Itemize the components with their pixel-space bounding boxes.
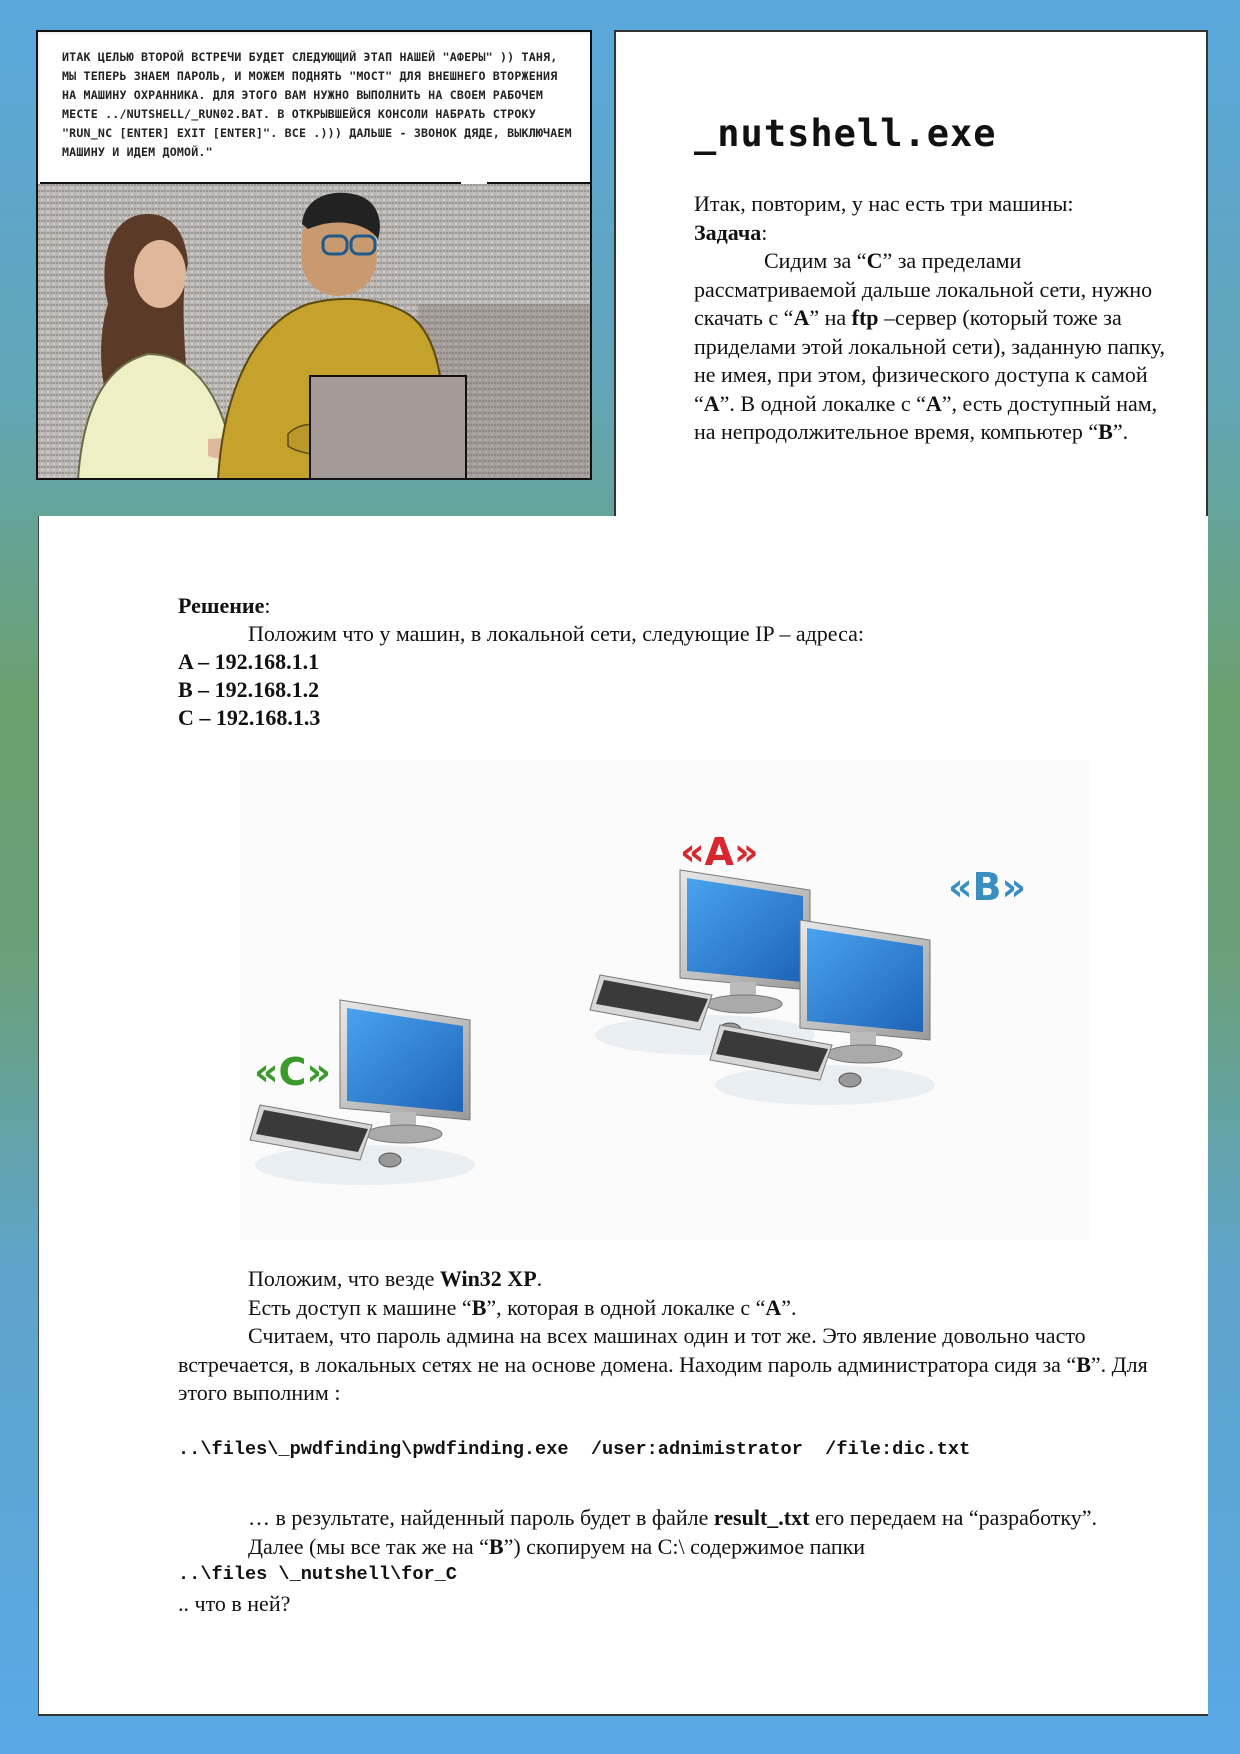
ip-address-b: B – 192.168.1.2 (178, 677, 320, 702)
label-computer-a: «A» (680, 830, 759, 874)
command-line: ..\files\_pwdfinding\pwdfinding.exe /use… (178, 1438, 971, 1460)
body-text: Положим, что везде Win32 XP. Есть доступ… (178, 1265, 1158, 1618)
ip-address-a: A – 192.168.1.1 (178, 649, 320, 674)
label-computer-b: «B» (948, 865, 1027, 909)
speech-box: Итак целью второй встречи будет следующи… (40, 34, 590, 184)
task-panel (614, 30, 1208, 550)
page-title: _nutshell.exe (694, 112, 997, 155)
closing-question: .. что в ней? (178, 1590, 291, 1616)
solution-section: Решение: Положим что у машин, в локально… (178, 592, 1138, 732)
comic-panel: Итак целью второй встречи будет следующи… (36, 30, 592, 480)
solution-label: Решение (178, 593, 265, 618)
task-intro: Итак, повторим, у нас есть три машины: (694, 191, 1074, 216)
network-diagram: «A» «B» «C» (240, 760, 1090, 1240)
ip-address-c: C – 192.168.1.3 (178, 705, 321, 730)
solution-intro: Положим что у машин, в локальной сети, с… (248, 621, 865, 646)
task-text: Итак, повторим, у нас есть три машины: З… (694, 190, 1174, 447)
computer-a-icon (589, 869, 816, 1056)
comic-illustration (38, 184, 590, 478)
computers-illustration (249, 869, 936, 1186)
label-computer-c: «C» (254, 1050, 331, 1094)
task-label: Задача (694, 219, 762, 245)
folder-path: ..\files \_nutshell\for_C (178, 1564, 457, 1585)
